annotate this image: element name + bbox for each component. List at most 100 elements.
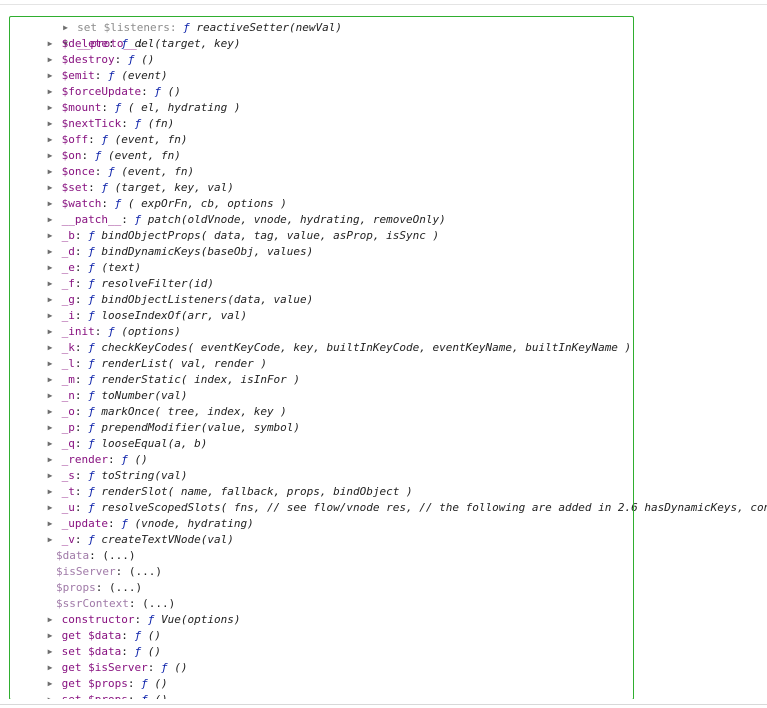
property-key: $set [61,181,89,194]
expand-triangle-icon[interactable]: ▶ [47,167,53,176]
tree-row[interactable]: ▶ _i: ƒ looseIndexOf(arr, val) [45,308,248,324]
collapse-triangle-icon[interactable]: ▼ [63,39,68,48]
tree-row[interactable]: ▶ $on: ƒ (event, fn) [45,148,181,164]
tree-row[interactable]: $props: (...) [56,581,143,594]
expand-triangle-icon[interactable]: ▶ [47,359,53,368]
tree-row[interactable]: ▶ $mount: ƒ ( el, hydrating ) [45,100,241,116]
tree-row[interactable]: ▶ _p: ƒ prependModifier(value, symbol) [45,420,300,436]
property-key: _s [61,469,75,482]
tree-row[interactable]: ▶ _n: ƒ toNumber(val) [45,388,188,404]
tree-row[interactable]: ▶ $watch: ƒ ( expOrFn, cb, options ) [45,196,287,212]
tree-row[interactable]: ▶ _b: ƒ bindObjectProps( data, tag, valu… [45,228,440,244]
expand-triangle-icon[interactable]: ▶ [47,327,53,336]
expand-triangle-icon[interactable]: ▶ [47,391,53,400]
tree-row[interactable]: ▶ _l: ƒ renderList( val, render ) [45,356,267,372]
tree-row[interactable]: ▶ _k: ƒ checkKeyCodes( eventKeyCode, key… [45,340,632,356]
expand-triangle-icon[interactable]: ▶ [47,39,53,48]
tree-row[interactable]: ▶ _init: ƒ (options) [45,324,181,340]
function-signature: (event, fn) [108,149,181,162]
tree-row[interactable]: ▶ _f: ƒ resolveFilter(id) [45,276,214,292]
property-key: $forceUpdate [61,85,142,98]
tree-row-set-listeners[interactable]: ▶ set $listeners: ƒ reactiveSetter(newVa… [34,4,342,34]
tree-row[interactable]: ▶ _render: ƒ () [45,452,148,468]
tree-row[interactable]: ▶ constructor: ƒ Vue(options) [45,612,241,628]
expand-triangle-icon[interactable]: ▶ [47,663,53,672]
expand-triangle-icon[interactable]: ▶ [47,135,53,144]
expand-triangle-icon[interactable]: ▶ [47,647,53,656]
property-key: _update [61,517,108,530]
function-marker: ƒ [88,277,102,290]
expand-triangle-icon[interactable]: ▶ [47,423,53,432]
expand-triangle-icon[interactable]: ▶ [47,263,53,272]
expand-triangle-icon[interactable]: ▶ [47,519,53,528]
expand-triangle-icon[interactable]: ▶ [47,55,53,64]
tree-row[interactable]: $data: (...) [56,549,136,562]
tree-row[interactable]: ▶ $set: ƒ (target, key, val) [45,180,234,196]
tree-row[interactable]: ▶ get $props: ƒ () [45,676,168,692]
tree-row[interactable]: ▶ _d: ƒ bindDynamicKeys(baseObj, values) [45,244,314,260]
expand-triangle-icon[interactable]: ▶ [47,535,53,544]
expand-triangle-icon[interactable]: ▶ [47,183,53,192]
expand-triangle-icon[interactable]: ▶ [47,151,53,160]
tree-row[interactable]: ▶ $forceUpdate: ƒ () [45,84,181,100]
expand-triangle-icon[interactable]: ▶ [47,631,53,640]
tree-row-proto[interactable]: ▼ __proto__: [34,20,143,50]
expand-triangle-icon[interactable]: ▶ [47,231,53,240]
tree-row[interactable]: ▶ get $isServer: ƒ () [45,660,188,676]
tree-row[interactable]: ▶ $emit: ƒ (event) [45,68,168,84]
expand-triangle-icon[interactable]: ▶ [47,343,53,352]
tree-row[interactable]: ▶ _update: ƒ (vnode, hydrating) [45,516,254,532]
expand-triangle-icon[interactable]: ▶ [47,87,53,96]
tree-row[interactable]: ▶ _g: ƒ bindObjectListeners(data, value) [45,292,314,308]
tree-row[interactable]: ▶ _q: ƒ looseEqual(a, b) [45,436,208,452]
expand-triangle-icon[interactable]: ▶ [47,439,53,448]
expand-triangle-icon[interactable]: ▶ [47,455,53,464]
expand-triangle-icon[interactable]: ▶ [47,199,53,208]
expand-triangle-icon[interactable]: ▶ [47,407,53,416]
function-marker: ƒ [141,677,155,690]
function-marker: ƒ [108,325,122,338]
lazy-getter-value[interactable]: (...) [109,581,143,594]
expand-triangle-icon[interactable]: ▶ [47,487,53,496]
expand-triangle-icon[interactable]: ▶ [47,679,53,688]
tree-row[interactable]: ▶ $once: ƒ (event, fn) [45,164,195,180]
expand-triangle-icon[interactable]: ▶ [47,279,53,288]
expand-triangle-icon[interactable]: ▶ [47,503,53,512]
tree-row[interactable]: ▶ _u: ƒ resolveScopedSlots( fns, // see … [45,500,767,516]
tree-row[interactable]: ▶ get $data: ƒ () [45,628,161,644]
expand-triangle-icon[interactable]: ▶ [63,23,68,32]
expand-triangle-icon[interactable]: ▶ [47,311,53,320]
lazy-getter-value[interactable]: (...) [102,549,136,562]
expand-triangle-icon[interactable]: ▶ [47,119,53,128]
tree-row[interactable]: ▶ _t: ƒ renderSlot( name, fallback, prop… [45,484,413,500]
property-key: $on [61,149,82,162]
expand-triangle-icon[interactable]: ▶ [47,471,53,480]
tree-row[interactable]: ▶ set $data: ƒ () [45,644,161,660]
expand-triangle-icon[interactable]: ▶ [47,103,53,112]
tree-row[interactable]: ▶ __patch__: ƒ patch(oldVnode, vnode, hy… [45,212,446,228]
function-signature: (options) [121,325,181,338]
expand-triangle-icon[interactable]: ▶ [47,71,53,80]
tree-row[interactable]: ▶ $off: ƒ (event, fn) [45,132,188,148]
function-marker: ƒ [160,661,175,674]
tree-row[interactable]: ▶ _o: ƒ markOnce( tree, index, key ) [45,404,287,420]
tree-row[interactable]: $isServer: (...) [56,565,162,578]
tree-row[interactable]: $ssrContext: (...) [56,597,176,610]
tree-row[interactable]: ▶ _m: ƒ renderStatic( index, isInFor ) [45,372,300,388]
lazy-getter-value[interactable]: (...) [142,597,176,610]
tree-row[interactable]: ▶ _s: ƒ toString(val) [45,468,188,484]
expand-triangle-icon[interactable]: ▶ [47,295,53,304]
expand-triangle-icon[interactable]: ▶ [47,375,53,384]
tree-row[interactable]: ▶ $delete: ƒ del(target, key) [45,36,241,52]
expand-triangle-icon[interactable]: ▶ [47,247,53,256]
tree-row[interactable]: ▶ _e: ƒ (text) [45,260,142,276]
function-marker: ƒ [134,629,148,642]
property-key: _v [61,533,75,546]
expand-triangle-icon[interactable]: ▶ [47,215,53,224]
expand-triangle-icon[interactable]: ▶ [47,615,53,624]
tree-row[interactable]: ▶ $nextTick: ƒ (fn) [45,116,175,132]
lazy-getter-value[interactable]: (...) [128,565,162,578]
top-separator [0,0,767,5]
tree-row[interactable]: ▶ $destroy: ƒ () [45,52,155,68]
tree-row[interactable]: ▶ _v: ƒ createTextVNode(val) [45,532,234,548]
